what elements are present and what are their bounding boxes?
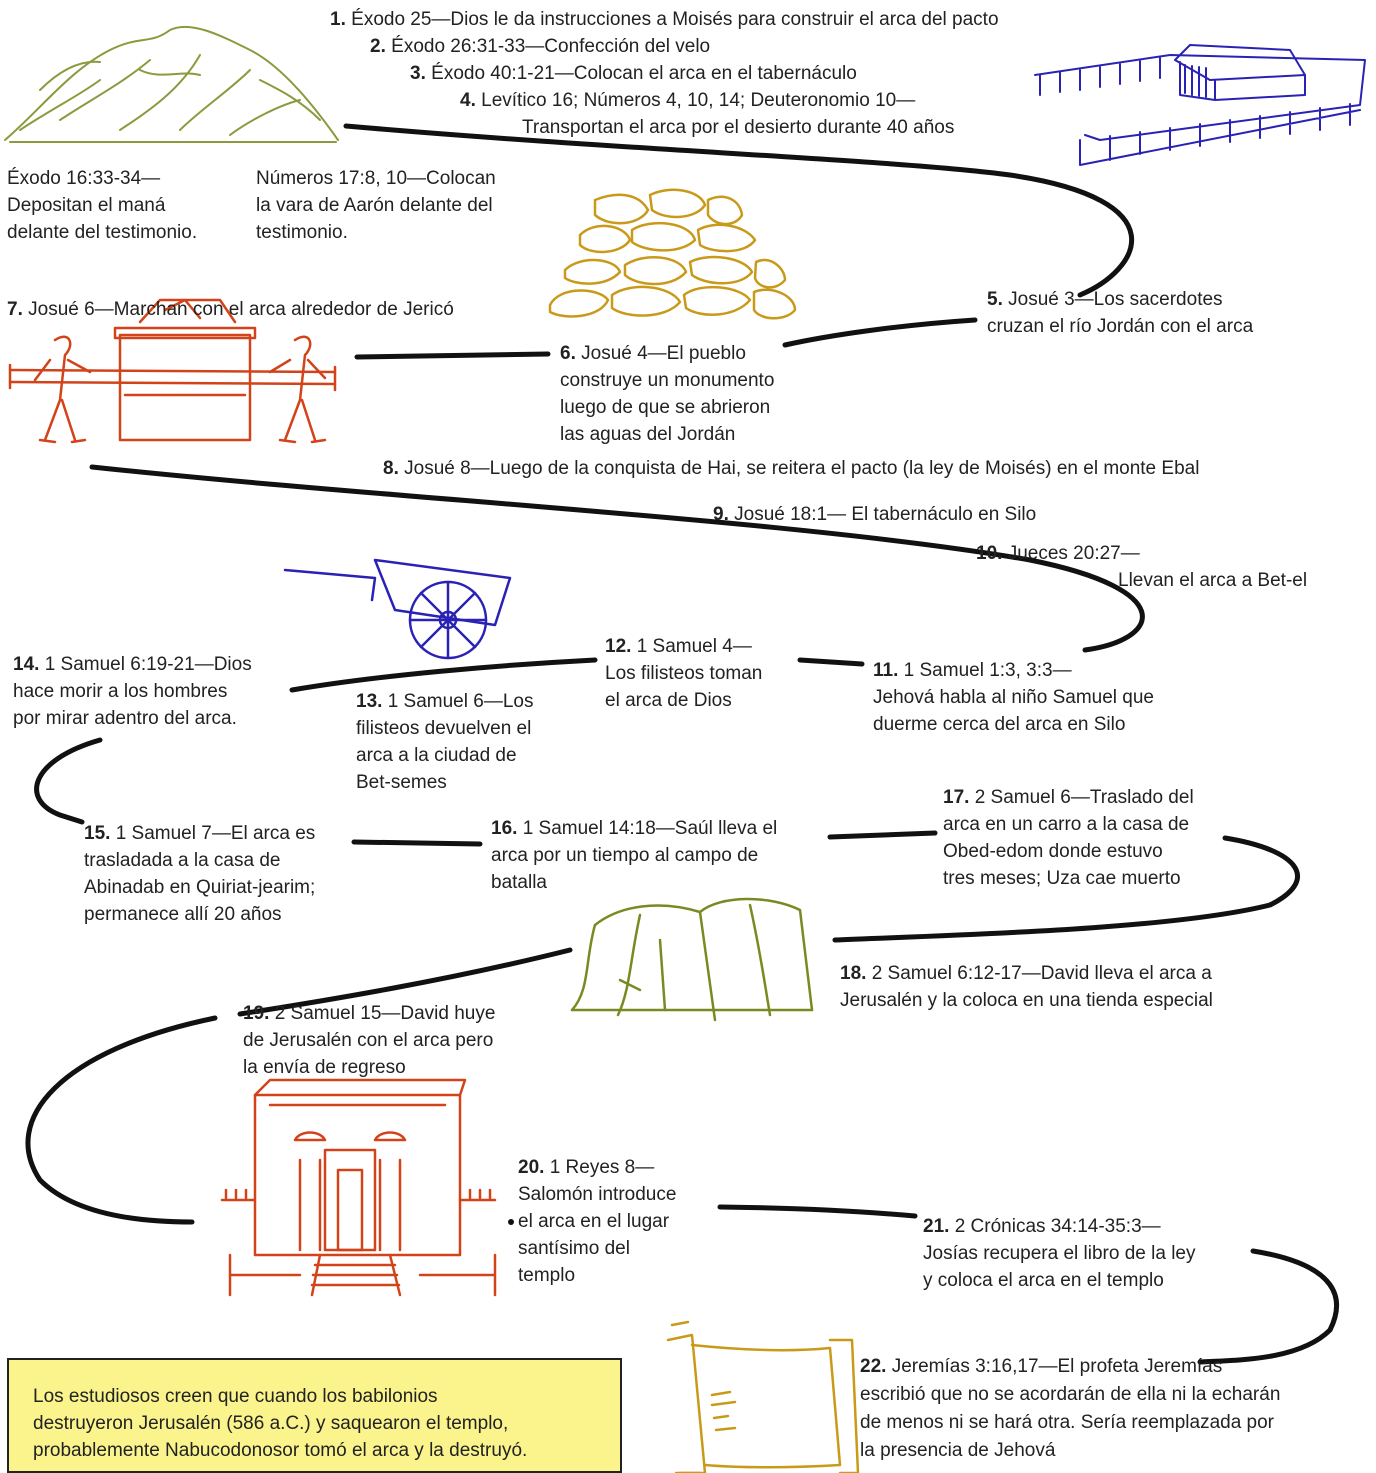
event-22: 22. Jeremías 3:16,17—El profeta Jeremías… xyxy=(860,1356,1281,1461)
mountain-icon xyxy=(4,25,339,143)
timeline-segment xyxy=(782,317,978,348)
note-line: Los estudiosos creen que cuando los babi… xyxy=(33,1386,438,1407)
timeline-segment xyxy=(237,947,573,1017)
event-2: 2. Éxodo 26:31-33—Confección del velo xyxy=(370,36,711,57)
timeline-segment xyxy=(34,737,103,825)
event-3: 3. Éxodo 40:1-21—Colocan el arca en el t… xyxy=(410,63,857,84)
event-4: 4. Levítico 16; Números 4, 10, 14; Deute… xyxy=(460,90,955,138)
event-18: 18. 2 Samuel 6:12-17—David lleva el arca… xyxy=(840,963,1213,1011)
timeline-segment xyxy=(797,657,865,667)
timeline-segment xyxy=(354,351,551,360)
ark-carriers-icon xyxy=(8,298,337,444)
tent-icon xyxy=(570,897,814,1022)
note-line: probablemente Nabucodonosor tomó el arca… xyxy=(33,1440,528,1461)
timeline-segment xyxy=(289,657,598,693)
timeline-dot xyxy=(508,1219,514,1225)
scroll-icon xyxy=(666,1320,860,1473)
timeline-segment xyxy=(1197,1248,1339,1365)
event-9: 9. Josué 18:1— El tabernáculo en Silo xyxy=(713,504,1037,525)
cart-icon xyxy=(283,558,512,660)
temple-icon xyxy=(220,1078,497,1297)
timeline-segment xyxy=(717,1204,918,1219)
tabernacle-icon xyxy=(1034,44,1366,166)
timeline-path xyxy=(25,123,1339,1365)
timeline-segment xyxy=(343,123,1134,298)
scholars-note-box: Los estudiosos creen que cuando los babi… xyxy=(7,1358,622,1473)
event-10: 10. Jueces 20:27—Llevan el arca a Bet-el xyxy=(976,543,1308,591)
event-8: 8. Josué 8—Luego de la conquista de Hai,… xyxy=(383,458,1200,479)
event-21: 21. 2 Crónicas 34:14-35:3—Josías recuper… xyxy=(923,1216,1196,1291)
timeline-segment xyxy=(351,839,483,847)
timeline-segment xyxy=(827,830,938,840)
event-7: 7. Josué 6—Marchan con el arca alrededor… xyxy=(7,299,454,320)
note-line: destruyeron Jerusalén (586 a.C.) y saque… xyxy=(33,1413,509,1434)
stone-monument-icon xyxy=(548,188,797,320)
timeline-segment xyxy=(25,1015,218,1225)
timeline-segment xyxy=(832,835,1300,943)
timeline-segment xyxy=(89,464,1145,653)
event-1: 1. Éxodo 25—Dios le da instrucciones a M… xyxy=(330,9,999,30)
event-11: 11. 1 Samuel 1:3, 3:3—Jehová habla al ni… xyxy=(873,660,1154,735)
